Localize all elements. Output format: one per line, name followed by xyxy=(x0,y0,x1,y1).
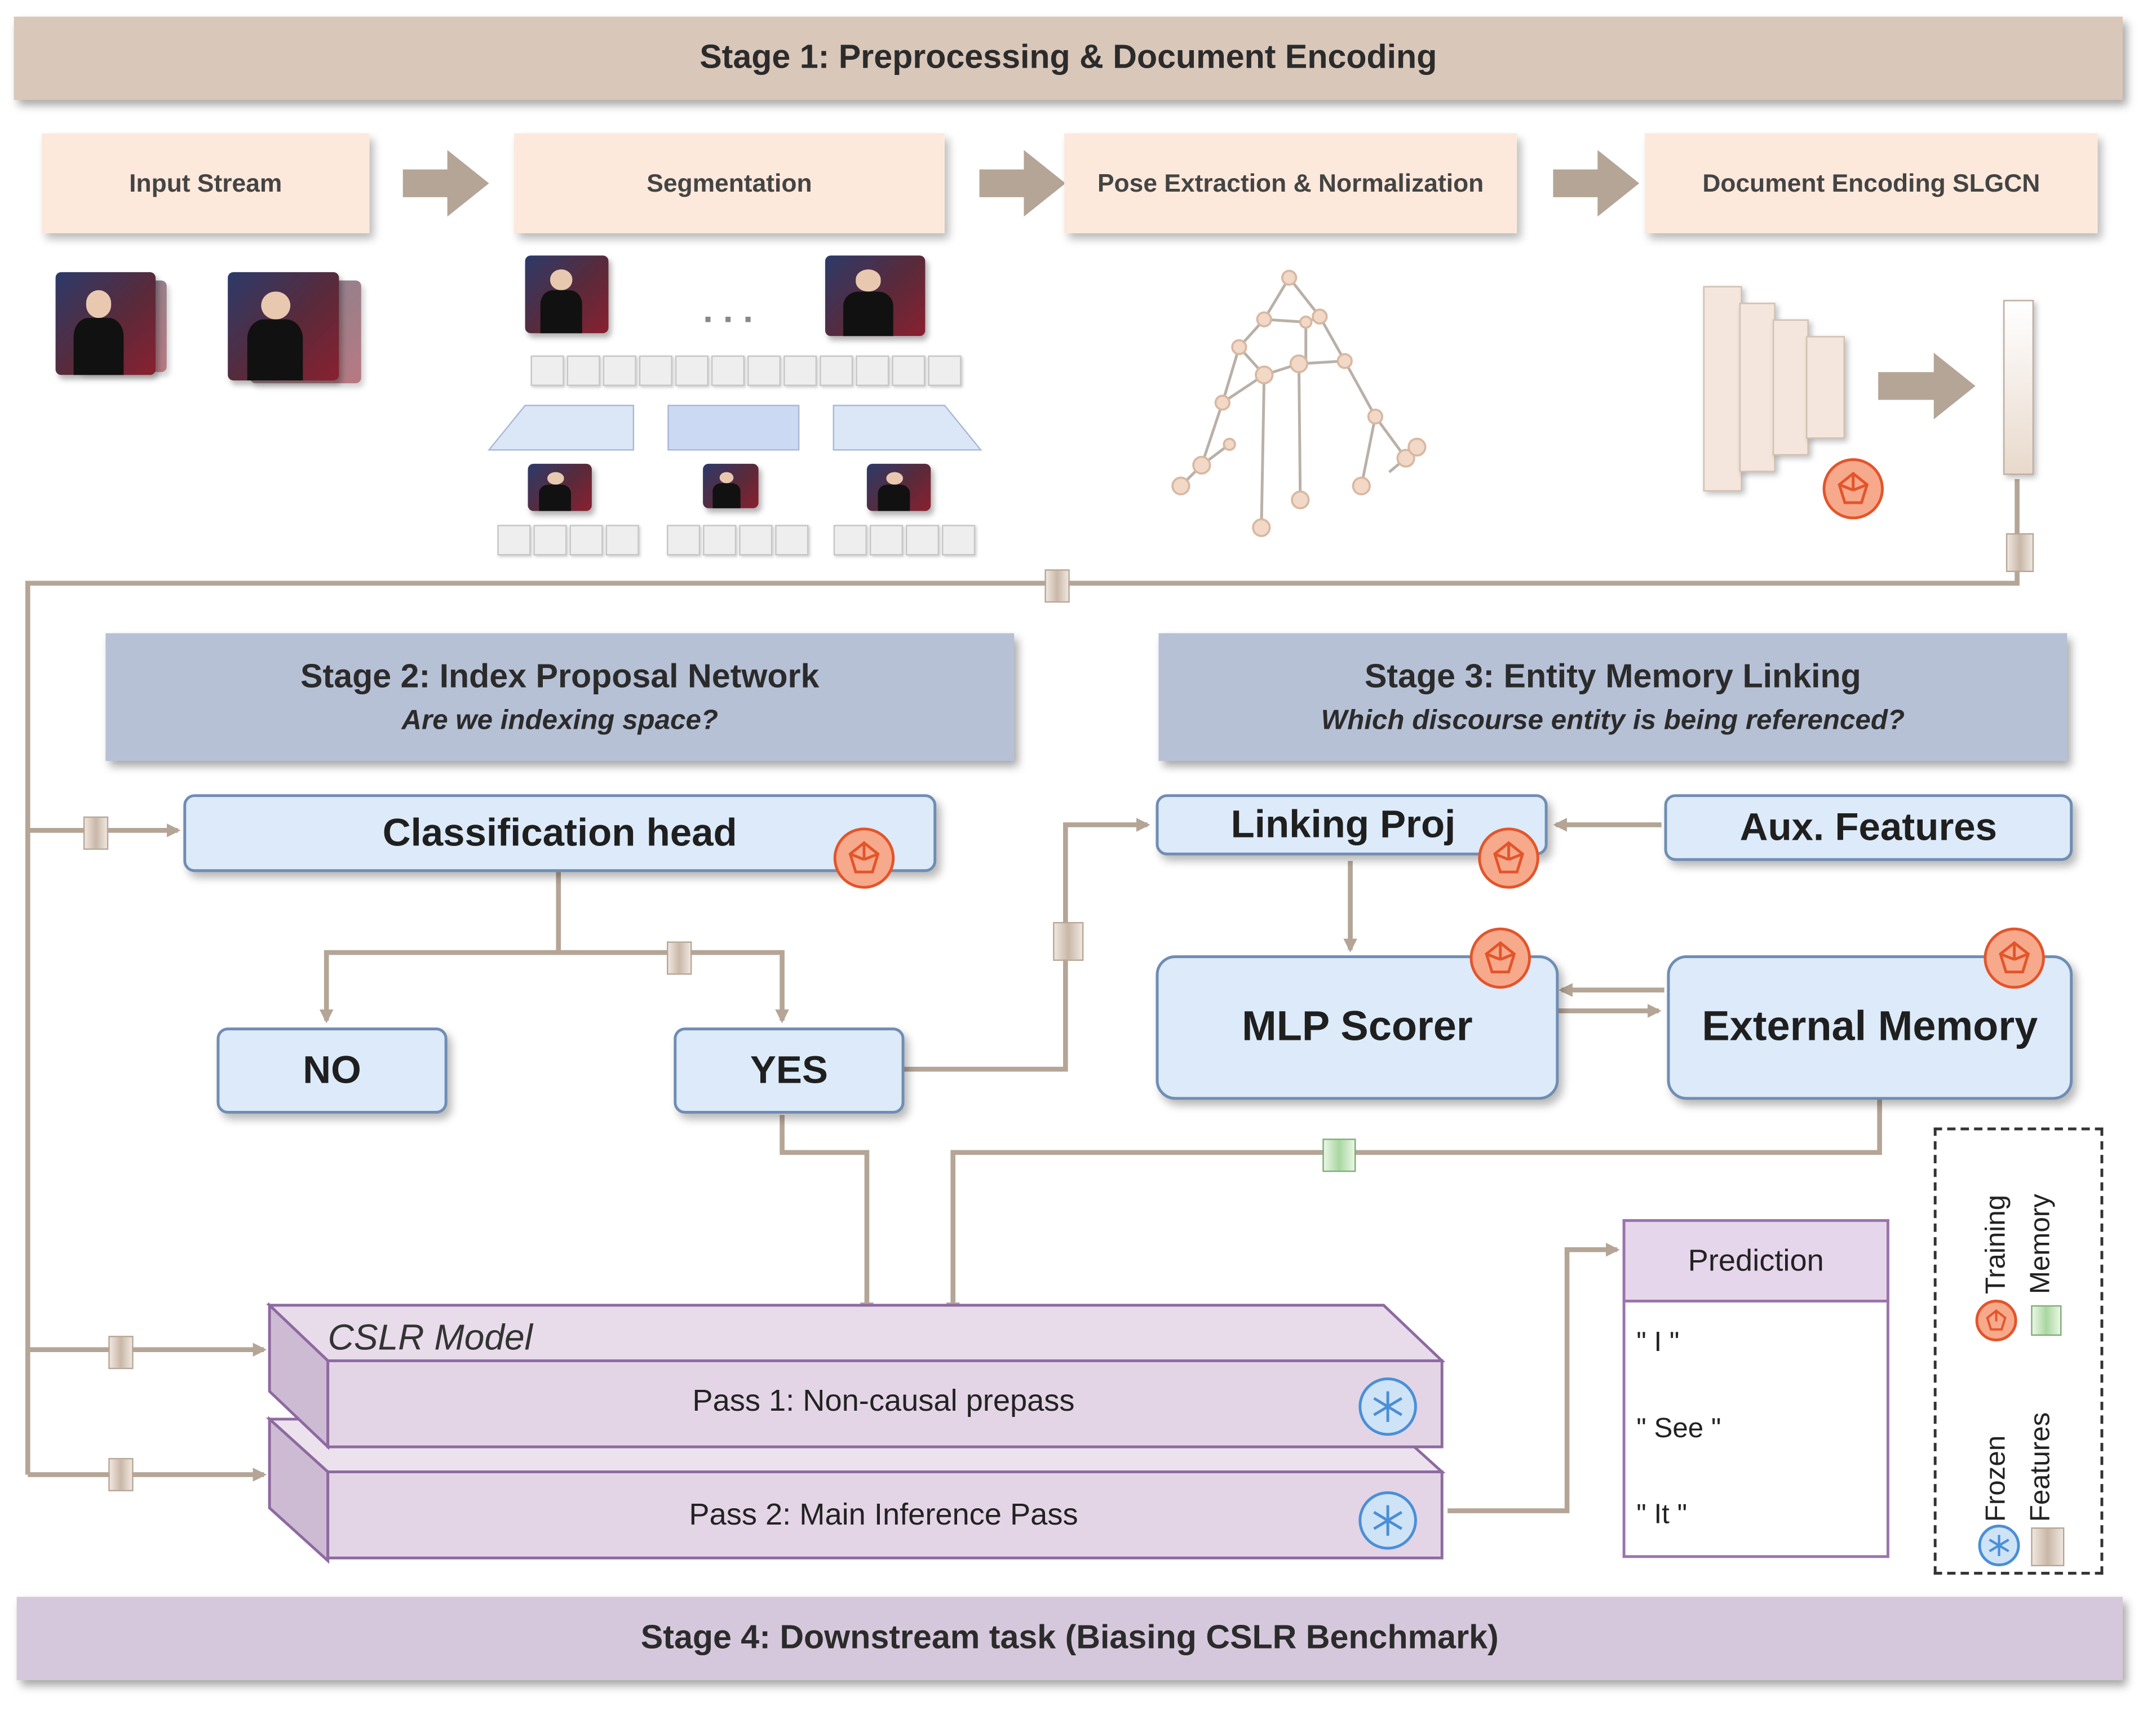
classification-yes-line xyxy=(558,950,789,1024)
step-pose-label: Pose Extraction & Normalization xyxy=(1097,169,1484,197)
memory-chip-icon xyxy=(1322,1138,1356,1172)
classification-head-label: Classification head xyxy=(382,810,737,854)
memory-chip-icon xyxy=(2031,1305,2062,1336)
feature-chip-icon xyxy=(1044,569,1070,603)
step-arrow-2 xyxy=(979,150,1066,217)
encoder-layer-3 xyxy=(1772,319,1809,456)
memory-to-cslr-line xyxy=(946,1097,1882,1317)
step-doc-label: Document Encoding SLGCN xyxy=(1702,169,2040,197)
step-document-encoding: Document Encoding SLGCN xyxy=(1645,133,2098,233)
embedding-column xyxy=(2003,300,2034,475)
frozen-snowflake-icon xyxy=(1358,1491,1417,1550)
segment-cells-3 xyxy=(833,525,978,556)
cslr-model-title: CSLR Model xyxy=(327,1316,533,1358)
training-badge-icon xyxy=(1469,927,1531,989)
encoder-layer-2 xyxy=(1739,303,1776,472)
training-badge-icon xyxy=(1478,827,1539,889)
classification-head-node: Classification head xyxy=(183,794,937,872)
stage2-subtitle: Are we indexing space? xyxy=(401,705,719,736)
mlp-scorer-label: MLP Scorer xyxy=(1242,1004,1473,1050)
encoder-arrow xyxy=(1878,352,1976,420)
training-badge-icon xyxy=(1984,927,2045,989)
pass2-label: Pass 2: Main Inference Pass xyxy=(689,1496,1078,1532)
step-input-label: Input Stream xyxy=(129,169,282,197)
segment-cells-2 xyxy=(667,525,811,556)
pass2-to-prediction-line xyxy=(1447,1243,1620,1513)
stage3-banner: Stage 3: Entity Memory Linking Which dis… xyxy=(1158,633,2068,761)
step-segmentation-label: Segmentation xyxy=(647,169,812,197)
legend-frozen-label: Frozen xyxy=(1981,1435,2012,1522)
feature-bus-line xyxy=(25,479,2020,1475)
feature-chip-icon xyxy=(1053,921,1084,961)
external-memory-label: External Memory xyxy=(1702,1004,2038,1050)
video-frame-icon xyxy=(228,272,339,381)
segment-trapezoids xyxy=(487,405,982,451)
pass1-label: Pass 1: Non-causal prepass xyxy=(692,1383,1075,1418)
yes-to-linking-line xyxy=(902,818,1150,1072)
encoder-layer-1 xyxy=(1703,286,1742,492)
feature-chip-icon xyxy=(2031,1527,2065,1567)
stage1-banner: Stage 1: Preprocessing & Document Encodi… xyxy=(14,16,2123,100)
feature-chip-icon xyxy=(108,1457,134,1492)
mlp-scorer-node: MLP Scorer xyxy=(1156,955,1559,1100)
segmentation-ellipsis: . . . xyxy=(703,289,754,331)
stage4-banner: Stage 4: Downstream task (Biasing CSLR B… xyxy=(16,1597,2123,1681)
yes-label: YES xyxy=(750,1048,828,1092)
legend-training-label: Training xyxy=(1981,1194,2012,1295)
stage2-title: Stage 2: Index Proposal Network xyxy=(300,657,820,695)
feature-chip-icon xyxy=(108,1336,134,1370)
prediction-item: " See " xyxy=(1636,1414,1721,1445)
yes-node: YES xyxy=(674,1027,905,1114)
stage2-banner: Stage 2: Index Proposal Network Are we i… xyxy=(105,633,1015,761)
encoder-layer-4 xyxy=(1805,336,1845,439)
training-badge-icon xyxy=(833,827,895,889)
step-input-stream: Input Stream xyxy=(41,133,370,233)
prediction-header: Prediction xyxy=(1622,1219,1889,1302)
skeleton-pose-icon xyxy=(1171,269,1427,537)
prediction-item: " I " xyxy=(1636,1327,1680,1358)
legend-features-label: Features xyxy=(2025,1412,2056,1522)
stage4-title: Stage 4: Downstream task (Biasing CSLR B… xyxy=(640,1619,1499,1657)
aux-features-label: Aux. Features xyxy=(1739,805,1998,849)
training-badge-icon xyxy=(1975,1300,2017,1341)
feature-chip-icon xyxy=(83,816,109,850)
stage1-title: Stage 1: Preprocessing & Document Encodi… xyxy=(700,38,1437,77)
step-pose-extraction: Pose Extraction & Normalization xyxy=(1064,133,1517,233)
video-frame-icon xyxy=(55,272,156,375)
video-frame-icon xyxy=(528,463,592,511)
segmentation-frame-cells xyxy=(530,355,964,386)
segment-cells-1 xyxy=(497,525,641,556)
no-node: NO xyxy=(216,1027,448,1114)
frozen-snowflake-icon xyxy=(1978,1525,2020,1567)
video-frame-icon xyxy=(825,255,926,336)
legend-box xyxy=(1933,1127,2104,1575)
yes-to-cslr-line xyxy=(780,1115,874,1317)
stage3-title: Stage 3: Entity Memory Linking xyxy=(1364,657,1861,695)
video-frame-icon xyxy=(866,463,931,511)
step-arrow-1 xyxy=(402,150,489,217)
aux-features-node: Aux. Features xyxy=(1664,794,2073,861)
classification-split-line xyxy=(319,872,561,1024)
cslr-model-block xyxy=(265,1302,1446,1564)
training-badge-icon xyxy=(1822,458,1884,520)
prediction-title: Prediction xyxy=(1688,1243,1824,1278)
linking-proj-label: Linking Proj xyxy=(1230,803,1456,846)
no-label: NO xyxy=(303,1048,361,1092)
legend-memory-label: Memory xyxy=(2025,1194,2056,1295)
feature-chip-icon xyxy=(667,941,692,975)
video-frame-icon xyxy=(525,255,609,334)
stage3-subtitle: Which discourse entity is being referenc… xyxy=(1321,705,1905,736)
feature-chip-icon xyxy=(2006,533,2034,573)
frozen-snowflake-icon xyxy=(1358,1377,1417,1436)
step-segmentation: Segmentation xyxy=(513,133,945,233)
video-frame-icon xyxy=(703,463,759,508)
prediction-item: " It " xyxy=(1636,1499,1688,1530)
step-arrow-3 xyxy=(1553,150,1640,217)
